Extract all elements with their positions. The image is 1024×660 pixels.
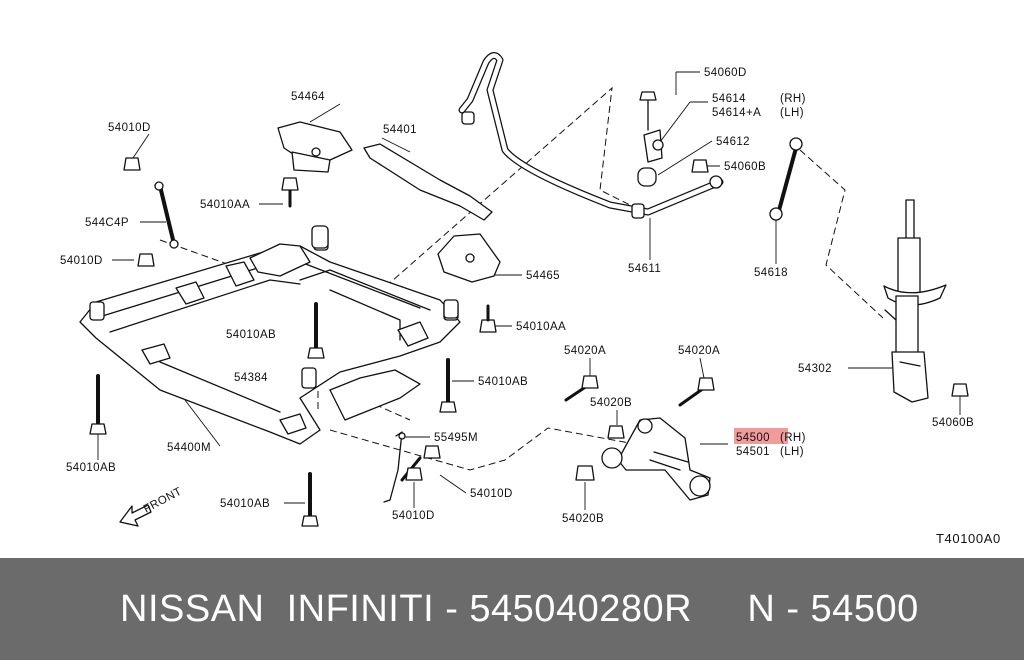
label-54010ab-mid[interactable]: 54010AB [226, 329, 276, 341]
lower-control-arm [564, 375, 715, 501]
label-54614-rh: (RH) [780, 93, 806, 105]
front-label: FRONT [142, 486, 184, 516]
label-54384[interactable]: 54384 [234, 372, 268, 384]
label-54010ab-left[interactable]: 54010AB [66, 462, 116, 474]
label-54612[interactable]: 54612 [716, 136, 750, 148]
label-54618[interactable]: 54618 [754, 267, 788, 279]
label-54501-lh: (LH) [780, 446, 804, 458]
label-544c4p[interactable]: 544C4P [85, 217, 129, 229]
bracket-54464 [277, 121, 353, 249]
label-54020b-bottom[interactable]: 54020B [562, 513, 604, 525]
label-54465[interactable]: 54465 [526, 270, 560, 282]
label-54020a-left[interactable]: 54020A [564, 345, 606, 357]
part-labels: 54060D 54614 (RH) 54614+A (LH) 54612 540… [60, 67, 1001, 546]
label-54401[interactable]: 54401 [383, 124, 417, 136]
vertical-bolts [89, 302, 457, 527]
front-crossmember [79, 227, 461, 445]
exploded-parts-diagram: 54060D 54614 (RH) 54614+A (LH) 54612 540… [60, 52, 1001, 546]
label-54500[interactable]: 54500 [736, 432, 770, 444]
label-54464[interactable]: 54464 [291, 91, 325, 103]
diagram-area: 54060D 54614 (RH) 54614+A (LH) 54612 540… [60, 52, 1001, 546]
stabilizer-bar [458, 52, 724, 219]
label-54060d[interactable]: 54060D [704, 67, 747, 79]
label-54010ab-right[interactable]: 54010AB [478, 376, 528, 388]
label-54010ab-bottom[interactable]: 54010AB [220, 498, 270, 510]
diagram-code: T40100A0 [936, 531, 1001, 546]
part-54500-highlight [734, 428, 788, 444]
label-54010d-bolt[interactable]: 54010D [470, 488, 513, 500]
label-54611[interactable]: 54611 [628, 263, 661, 275]
label-54010d-top[interactable]: 54010D [108, 122, 151, 134]
label-54020b-mid[interactable]: 54020B [590, 397, 632, 409]
strut-assembly [883, 199, 969, 403]
footer-bar: NISSAN INFINITI - 545040280R N - 54500 [0, 558, 1024, 660]
label-54010d-left[interactable]: 54010D [60, 255, 103, 267]
stabilizer-bushing [637, 91, 709, 187]
reinforcement-54401 [363, 143, 493, 221]
label-54060b-link[interactable]: 54060B [724, 161, 766, 173]
label-54060b-strut[interactable]: 54060B [932, 417, 974, 429]
label-54500-rh: (RH) [780, 432, 806, 444]
label-54614a[interactable]: 54614+A [712, 107, 761, 119]
label-54020a-right[interactable]: 54020A [678, 345, 720, 357]
bracket-54465 [437, 233, 501, 333]
label-54400m[interactable]: 54400M [167, 442, 211, 454]
link-rod-544c4p [123, 157, 179, 267]
part-number-caption: NISSAN INFINITI - 545040280R N - 54500 [120, 587, 919, 630]
front-arrow-icon [119, 504, 152, 527]
label-54614a-lh: (LH) [780, 107, 804, 119]
label-54501[interactable]: 54501 [736, 446, 770, 458]
label-54010d-bottom[interactable]: 54010D [392, 510, 435, 522]
label-54302[interactable]: 54302 [798, 363, 832, 375]
label-54614[interactable]: 54614 [712, 93, 746, 105]
bracket-55495m [383, 431, 441, 503]
label-54010aa-top[interactable]: 54010AA [200, 199, 250, 211]
stabilizer-link [769, 137, 803, 221]
label-55495m[interactable]: 55495M [434, 432, 478, 444]
label-54010aa-right[interactable]: 54010AA [516, 321, 566, 333]
